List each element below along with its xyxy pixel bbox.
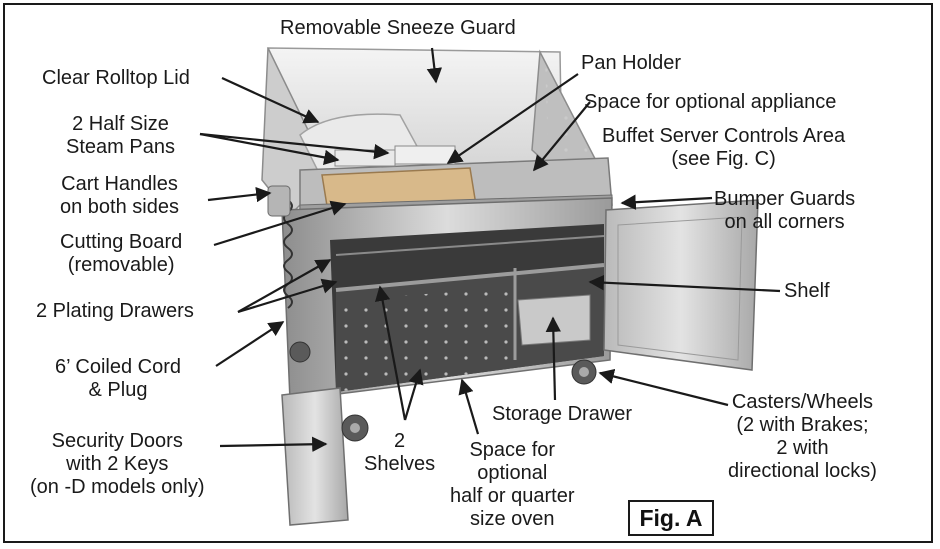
figure-tag: Fig. A [628, 500, 714, 536]
label-rolltop-lid: Clear Rolltop Lid [42, 67, 190, 89]
left-door-shape [281, 387, 349, 526]
label-cart-handles: Cart Handles on both sides [60, 173, 179, 218]
label-security-doors: Security Doors with 2 Keys (on -D models… [30, 430, 205, 498]
casters-shape [289, 341, 597, 442]
label-two-shelves: 2 Shelves [364, 430, 436, 475]
label-casters: Casters/Wheels (2 with Brakes; 2 with di… [728, 391, 877, 482]
cart-interior [330, 224, 605, 392]
label-pan-holder: Pan Holder [581, 52, 682, 74]
label-steam-pans: 2 Half Size Steam Pans [66, 113, 175, 158]
callout-lines [199, 47, 781, 452]
right-door-shape [603, 199, 759, 371]
label-cutting-board: Cutting Board (removable) [60, 231, 183, 276]
label-oven-space: Space for optional half or quarter size … [450, 439, 575, 530]
label-shelf: Shelf [784, 280, 830, 302]
label-bumper-guards: Bumper Guards on all corners [714, 188, 856, 233]
label-plating-drawers: 2 Plating Drawers [36, 300, 194, 322]
coiled-cord-shape [283, 199, 293, 309]
label-storage-drawer: Storage Drawer [492, 403, 633, 425]
label-sneeze-guard: Removable Sneeze Guard [280, 17, 516, 39]
figure-frame [3, 3, 933, 543]
cart-handle-shape [267, 185, 291, 217]
label-coiled-cord: 6’ Coiled Cord & Plug [55, 356, 181, 401]
label-controls-area: Buffet Server Controls Area (see Fig. C) [602, 125, 846, 170]
label-optional-appliance: Space for optional appliance [584, 91, 837, 113]
